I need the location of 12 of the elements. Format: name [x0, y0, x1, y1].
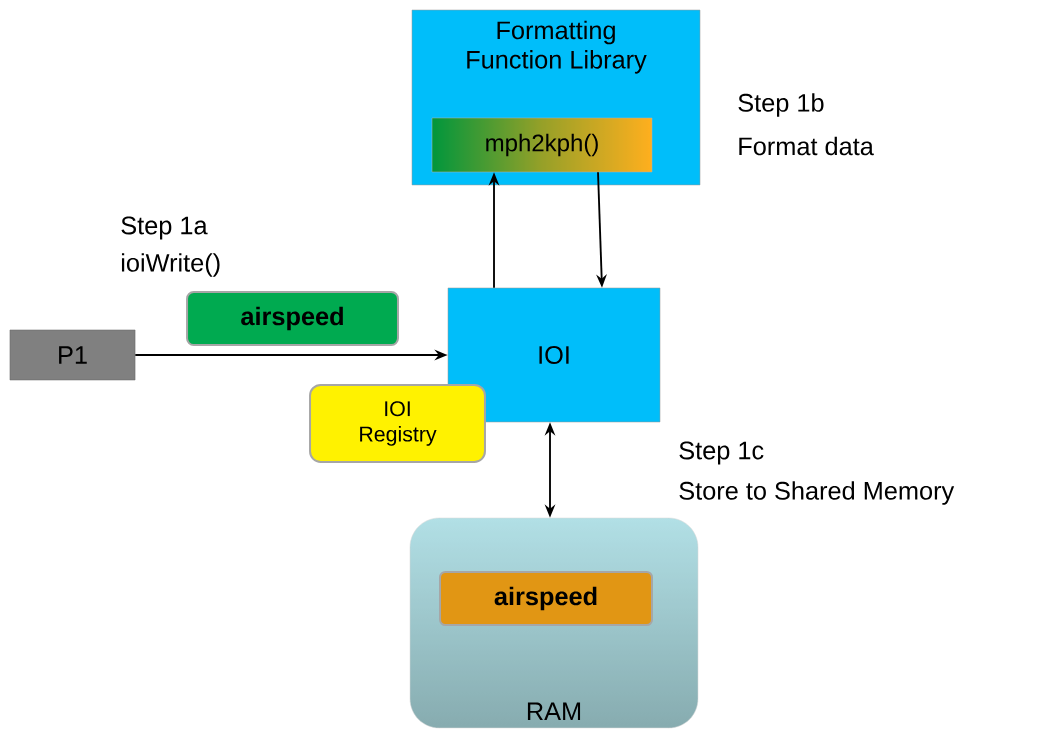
variable-box: airspeed	[186, 290, 399, 347]
step-label: Step 1c	[679, 441, 764, 465]
process-box: P1	[9, 329, 136, 381]
step-label: Step 1b	[738, 93, 824, 117]
interface-box: IOI	[447, 287, 661, 423]
registry-box: IOI Registry	[309, 383, 486, 463]
variable-box: airspeed	[439, 570, 653, 627]
step-label: ioiWrite()	[121, 253, 220, 277]
function-box: mph2kph()	[431, 117, 653, 173]
step-label: Step 1a	[121, 216, 208, 240]
step-label: Format data	[739, 136, 874, 156]
step-label: Store to Shared Memory	[679, 481, 955, 505]
